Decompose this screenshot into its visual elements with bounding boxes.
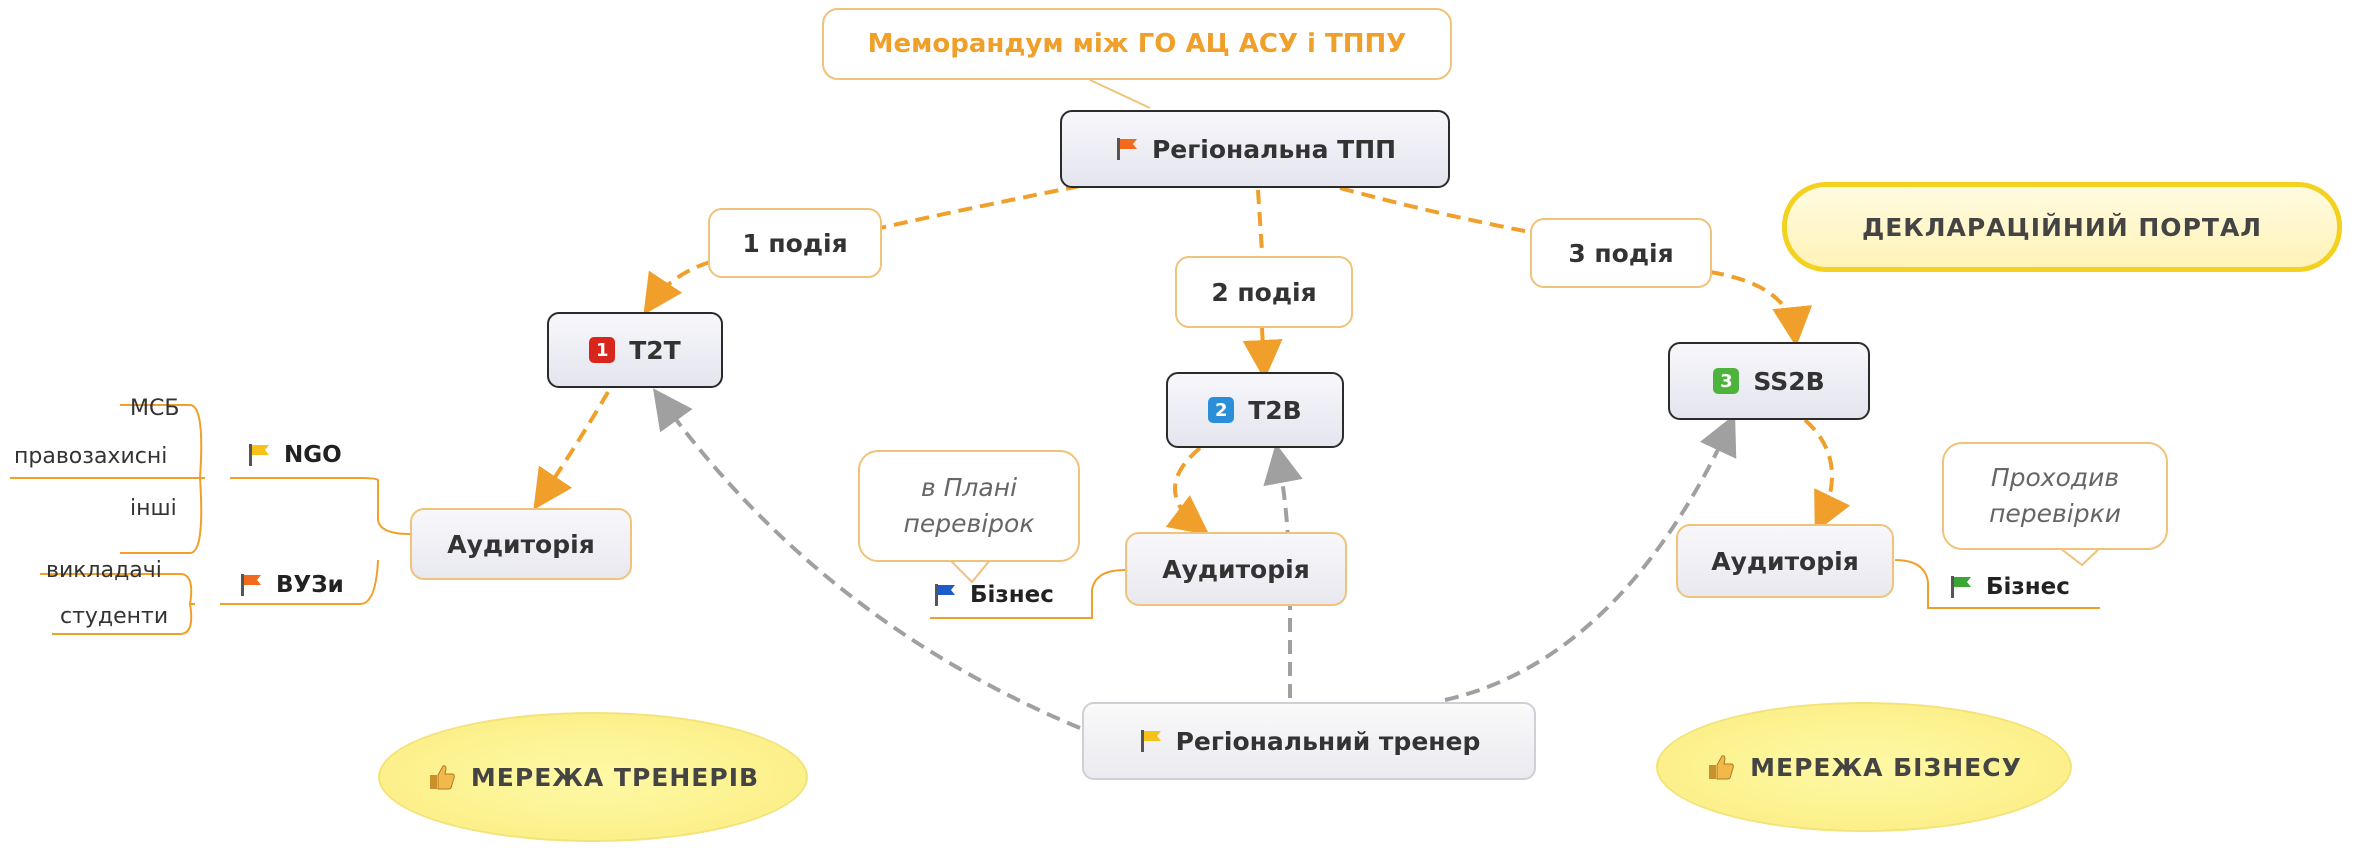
number-1-icon: 1 (589, 337, 616, 363)
format-t2b-label: T2B (1248, 395, 1302, 425)
edge-event3-ss2b (1709, 270, 1813, 347)
edge-event1-t2t (643, 260, 711, 315)
number-2-icon: 2 (1208, 397, 1235, 423)
group-vuz-label: ВУЗи (276, 572, 344, 598)
memorandum-pointer (1089, 79, 1151, 109)
business-middle-label: Бізнес (970, 582, 1054, 608)
edge-t2t-audience (533, 390, 610, 510)
memorandum-callout[interactable]: Меморандум між ГО АЦ АСУ і ТППУ (822, 8, 1452, 80)
group-ngo-label: NGO (284, 442, 342, 468)
flag-orange-icon (1116, 138, 1137, 160)
item-studenty: студенти (60, 604, 169, 629)
branch-audience-split (359, 477, 411, 605)
portal-label: ДЕКЛАРАЦІЙНИЙ ПОРТАЛ (1861, 212, 2263, 242)
edge-trainer-ss2b (1444, 414, 1737, 702)
edge-root-event1 (879, 184, 1081, 230)
number-3-icon: 3 (1713, 368, 1740, 394)
branch-ngo-items (10, 404, 205, 554)
root-label: Регіональна ТПП (1151, 134, 1397, 164)
edge-ss2b-audience (1803, 418, 1851, 533)
callout-plan-pointer (949, 559, 991, 584)
flag-blue-icon (935, 584, 955, 606)
trainer-node[interactable]: Регіональний тренер (1082, 702, 1536, 780)
network-business-label: МЕРЕЖА БІЗНЕСУ (1750, 752, 2022, 782)
format-ss2b-label: SS2B (1753, 366, 1825, 396)
portal-pill[interactable]: ДЕКЛАРАЦІЙНИЙ ПОРТАЛ (1782, 182, 2342, 272)
branch-right-business (1894, 559, 2100, 609)
edge-event2-t2b (1242, 327, 1283, 380)
event-3[interactable]: 3 подія (1530, 218, 1712, 288)
item-pravozakhysni: правозахисні (14, 444, 168, 469)
item-msb: МСБ (130, 396, 180, 421)
audience-left[interactable]: Аудиторія (410, 508, 632, 580)
flag-yellow-icon (249, 444, 269, 466)
item-vykladachi: викладачі (46, 558, 162, 583)
business-right[interactable]: Бізнес (1948, 574, 2070, 600)
branch-vuz-items (40, 573, 195, 635)
edge-root-event3 (1339, 186, 1531, 234)
item-inshi: інші (130, 496, 177, 521)
edge-t2b-audience (1165, 446, 1210, 536)
business-middle[interactable]: Бізнес (932, 582, 1054, 608)
root-node[interactable]: Регіональна ТПП (1060, 110, 1450, 188)
event-2-label: 2 подія (1211, 277, 1317, 307)
format-t2t-label: T2T (629, 335, 681, 365)
event-1[interactable]: 1 подія (708, 208, 882, 278)
audience-right-label: Аудиторія (1711, 546, 1859, 576)
format-ss2b[interactable]: 3 SS2B (1668, 342, 1870, 420)
edge-trainer-t2t (652, 388, 1081, 730)
network-trainers-label: МЕРЕЖА ТРЕНЕРІВ (470, 762, 760, 792)
audience-right[interactable]: Аудиторія (1676, 524, 1894, 598)
thumbs-up-icon (1709, 755, 1734, 780)
group-vuz[interactable]: ВУЗи (238, 572, 344, 598)
branch-mid-business (930, 569, 1126, 619)
format-t2t[interactable]: 1 T2T (547, 312, 723, 388)
network-business[interactable]: МЕРЕЖА БІЗНЕСУ (1656, 702, 2072, 832)
thumbs-up-icon (429, 765, 455, 790)
audience-left-label: Аудиторія (447, 529, 595, 559)
flag-green-icon (1951, 576, 1971, 598)
edge-trainer-t2b (1263, 443, 1303, 698)
memorandum-text: Меморандум між ГО АЦ АСУ і ТППУ (867, 29, 1407, 59)
edge-root-event2 (1256, 189, 1264, 253)
group-ngo[interactable]: NGO (246, 442, 342, 468)
flag-orange-icon (241, 574, 261, 596)
business-right-label: Бізнес (1986, 574, 2070, 600)
trainer-label: Регіональний тренер (1175, 726, 1481, 756)
flag-yellow-icon (1140, 730, 1161, 752)
format-t2b[interactable]: 2 T2B (1166, 372, 1344, 448)
callout-passed-pointer (2059, 547, 2101, 567)
audience-middle[interactable]: Аудиторія (1125, 532, 1347, 606)
event-2[interactable]: 2 подія (1175, 256, 1353, 328)
network-trainers[interactable]: МЕРЕЖА ТРЕНЕРІВ (378, 712, 808, 842)
event-3-label: 3 подія (1568, 238, 1674, 268)
audience-middle-label: Аудиторія (1162, 554, 1310, 584)
event-1-label: 1 подія (742, 228, 848, 258)
